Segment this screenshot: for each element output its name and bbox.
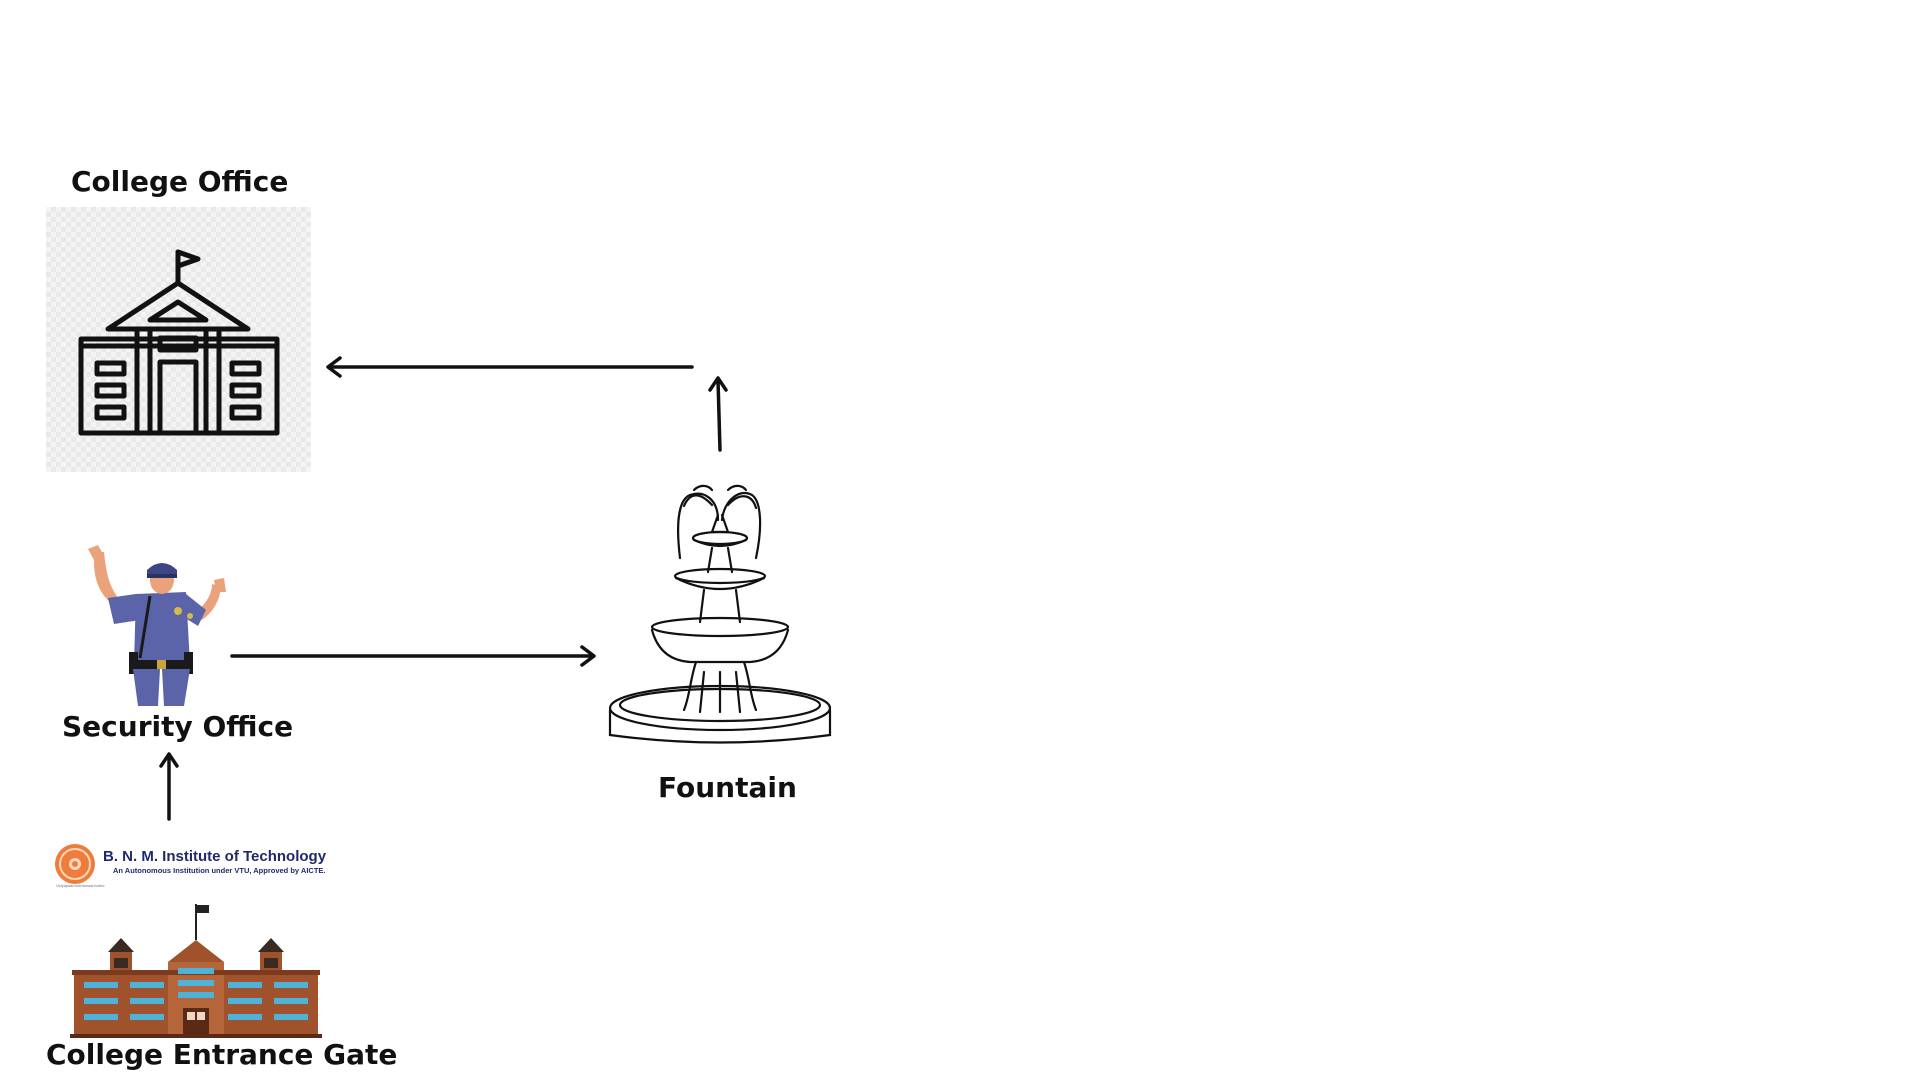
entrance-gate-label: College Entrance Gate bbox=[46, 1038, 398, 1071]
college-office-label: College Office bbox=[71, 165, 289, 198]
college-office-image-background bbox=[46, 207, 311, 472]
fountain-label: Fountain bbox=[658, 771, 797, 804]
institute-tagline: An Autonomous Institution under VTU, App… bbox=[113, 866, 326, 875]
institute-motto: Vidyayaamruthamashnuthe bbox=[56, 883, 105, 888]
arrow-fountain-up bbox=[708, 376, 728, 452]
arrow-security-to-fountain bbox=[230, 645, 596, 667]
arrow-to-college-office bbox=[326, 356, 694, 378]
security-office-label: Security Office bbox=[62, 710, 294, 743]
institute-name: B. N. M. Institute of Technology bbox=[103, 848, 327, 865]
arrow-gate-to-security bbox=[159, 752, 179, 821]
